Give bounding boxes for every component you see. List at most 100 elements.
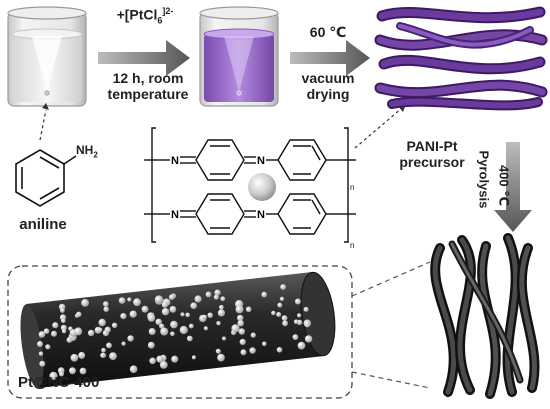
nitrogen-label-4: N [257,209,265,221]
pt-nanoparticle [60,308,65,313]
pt-nanoparticle [159,323,165,329]
pt-nanoparticle [78,351,86,359]
pt-nanoparticle [261,291,268,298]
pt-nanoparticle [186,335,193,342]
svg-text:✲: ✲ [236,89,243,98]
pt-nanoparticle [276,312,282,317]
pt-nanoparticle [239,338,246,345]
pt-nanoparticle [61,329,67,334]
pt-nanoparticle [59,371,64,377]
pt-nanoparticle [276,347,283,353]
precursor-label: PANI-Pt precursor [399,138,465,171]
pt-nanoparticle [161,301,168,308]
pt-nanoparticle [237,320,244,327]
pt-nanoparticle [154,295,163,304]
pt-nc-cylinder [20,271,336,388]
repeat-index-lower: n [350,241,354,250]
beaker-pt-solution: ✲ [199,6,279,107]
pt-nanoparticle [60,324,67,331]
pt-nanoparticle [245,306,252,313]
pt-nanoparticle [103,301,109,307]
pt-nanoparticle [202,314,207,320]
pt-nanoparticle [66,337,73,343]
pt-nanoparticle [217,309,225,317]
pt-nanoparticle [100,352,106,358]
pt-nanoparticle [303,306,309,312]
pt-nanoparticle [169,305,177,313]
pt-nanoparticle [37,341,43,347]
pt-nanoparticle [214,289,221,296]
pt-nanoparticle [81,299,89,307]
pt-nanoparticle [222,336,226,341]
reagent-label: +[PtCl6]2- [116,6,174,26]
dashed-pointer-aniline [39,109,47,141]
pt-nanoparticle [111,322,118,328]
pt-nanoparticle [217,353,225,362]
pt-nanoparticle [61,318,66,324]
pt-nanoparticle [297,313,302,318]
pt-nanoparticle [51,330,57,337]
pt-nanoparticle [190,302,197,310]
pt-nanoparticle [220,296,226,302]
dashed-pointer-polymer [354,107,403,149]
pt-nanoparticle [191,355,196,360]
pt-nanoparticle [282,320,288,327]
pt-nanoparticle [304,335,313,343]
pt-nanoparticle [127,297,132,302]
pt-nanoparticle [127,335,134,342]
amine-group-label: NH2 [76,143,98,160]
pt-nanoparticle [293,319,299,325]
pt-nanoparticle [194,295,202,303]
pt-nanoparticle [240,349,247,356]
zoom-line-top [351,261,431,297]
pt-nanoparticle [188,323,194,329]
pt-nanoparticle [121,341,126,346]
nitrogen-label-1: N [171,155,179,167]
pt-nanoparticle [120,313,127,320]
pyrolysis-label: Pyrolysis [476,150,492,209]
pt-nanoparticle [141,305,149,313]
pt-nanoparticle [133,298,141,307]
pt-nanoparticle [203,326,208,331]
zoom-line-bottom [351,371,431,389]
pt-nanoparticle [180,312,185,317]
polyaniline-structure [144,127,356,243]
pt-nanoparticle [106,342,112,349]
pt-nanoparticle [305,322,310,328]
pt-nanoparticle [216,321,221,326]
pt-nanoparticle [147,314,156,322]
pt-nanoparticle [160,327,169,336]
aniline-structure [15,149,77,207]
pt-nanoparticle [149,357,156,365]
pt-nanoparticle [103,306,109,312]
pt-nanoparticle [101,347,106,353]
pt-atom-sphere [248,173,276,201]
pt-nanoparticle [156,355,164,363]
pt-nanoparticle [38,331,46,338]
pt-nanoparticle [262,341,267,347]
svg-text:✲: ✲ [44,89,51,98]
pt-nanoparticle [297,341,306,350]
product-label: Pt@NC-400 [18,374,100,391]
pt-nanoparticle [98,327,103,332]
pt-nanoparticle [238,328,245,335]
pt-nanoparticle [52,322,59,329]
pt-nanoparticle [170,331,175,337]
pt-nanoparticle [277,302,283,308]
pt-nanoparticle [280,284,286,290]
drying-condition-label: vacuum drying [301,70,355,103]
pt-nanoparticle [185,312,190,318]
arrow-step-3 [494,142,532,232]
pt-nanoparticle [271,310,276,316]
pt-nanoparticle [129,310,137,318]
pt-nanoparticle [161,308,170,316]
pt-nanoparticle [109,352,117,360]
drying-label: 60 ℃ [309,24,347,40]
pyrolysis-temperature-label: 400 ℃ [496,164,512,206]
arrow-step-2 [290,40,370,76]
pt-nanoparticle [294,298,301,305]
repeat-index-upper: n [350,183,354,192]
pt-nanoparticle [237,314,244,322]
pt-nanoparticle [279,296,285,301]
